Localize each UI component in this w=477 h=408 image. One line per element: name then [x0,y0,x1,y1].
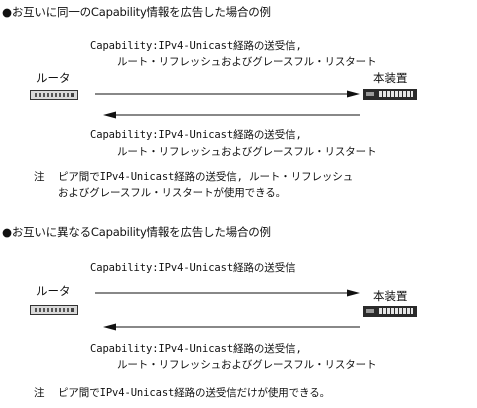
section1-note-line2: およびグレースフル・リスタートが使用できる。 [58,187,287,199]
section1-top-caption-line2: ルート・リフレッシュおよびグレースフル・リスタート [117,56,377,68]
section2-top-caption-line1: Capability:IPv4-Unicast経路の送受信 [90,262,296,274]
section2-note-line1: ピア間でIPv4-Unicast経路の送受信だけが使用できる。 [58,387,331,399]
section2-device-icon [363,306,417,317]
section1-arrow-to-router [103,111,360,119]
section2-heading: ●お互いに異なるCapability情報を広告した場合の例 [2,225,271,239]
section2-arrow-to-device [95,289,360,297]
section1-device-icon [363,89,417,100]
section1-note-marker: 注 [34,171,45,183]
section1-router-icon [30,90,78,100]
section2-bottom-caption-line2: ルート・リフレッシュおよびグレースフル・リスタート [117,359,377,371]
section1-router-label: ルータ [36,71,71,85]
section1-top-caption-line1: Capability:IPv4-Unicast経路の送受信, [90,40,302,52]
section1-note-line1: ピア間でIPv4-Unicast経路の送受信, ルート・リフレッシュ [58,171,354,183]
section2-arrow-to-router [103,323,360,331]
section2-bottom-caption-line1: Capability:IPv4-Unicast経路の送受信, [90,343,302,355]
section2-router-label: ルータ [36,284,71,298]
section1-device-label: 本装置 [373,71,408,85]
section2-router-icon [30,305,78,315]
section2-note-marker: 注 [34,387,45,399]
section1-bottom-caption-line2: ルート・リフレッシュおよびグレースフル・リスタート [117,146,377,158]
section1-arrow-to-device [95,90,360,98]
section1-heading: ●お互いに同一のCapability情報を広告した場合の例 [2,5,271,19]
section2-device-label: 本装置 [373,289,408,303]
section1-bottom-caption-line1: Capability:IPv4-Unicast経路の送受信, [90,129,302,141]
